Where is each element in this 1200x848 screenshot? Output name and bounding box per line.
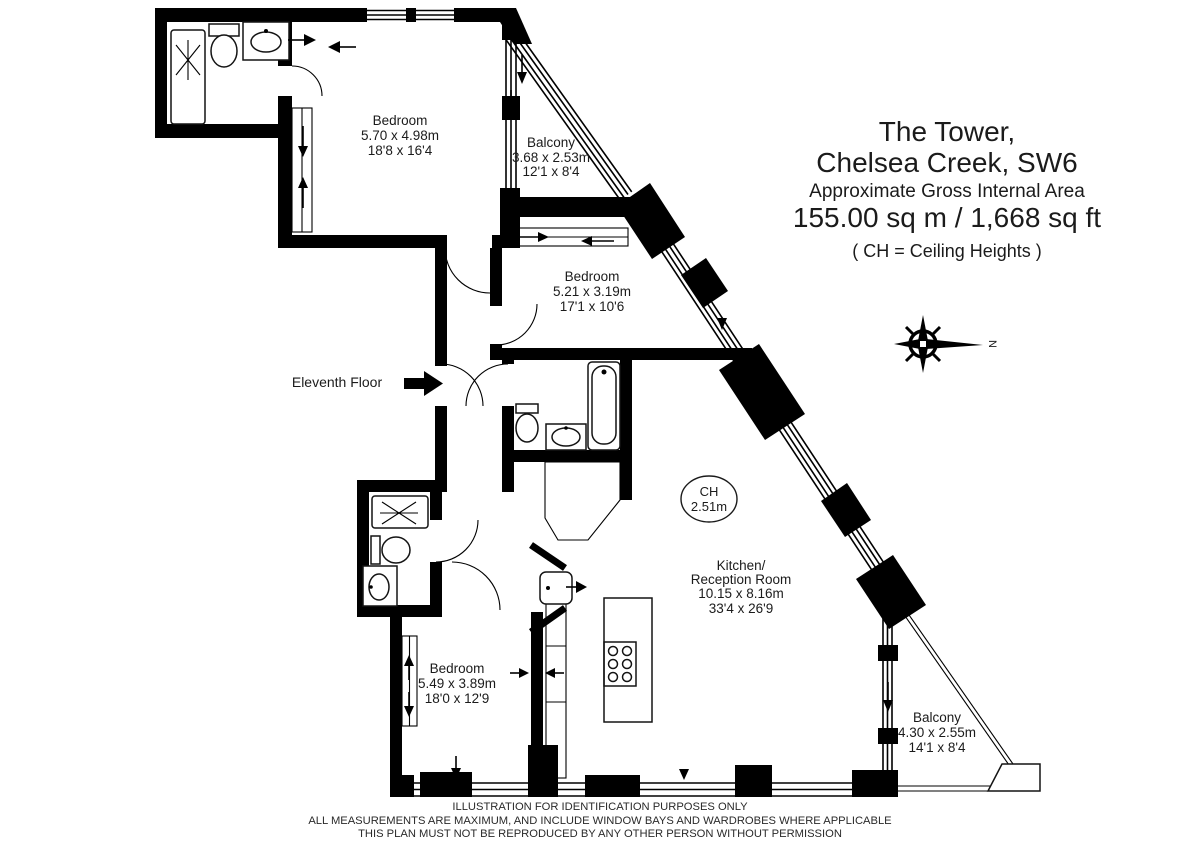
room-imperial: 12'1 x 8'4 [523, 164, 580, 179]
room-imperial: 14'1 x 8'4 [909, 740, 966, 755]
room-metric: 5.70 x 4.98m [361, 128, 439, 143]
room-metric: 5.21 x 3.19m [553, 284, 631, 299]
footer-line-1: ILLUSTRATION FOR IDENTIFICATION PURPOSES… [452, 801, 748, 813]
sink-icon [362, 565, 398, 607]
toilet-icon [515, 403, 539, 443]
fixtures [170, 21, 653, 779]
room-name-line2: Reception Room [691, 572, 792, 587]
room-imperial: 18'8 x 16'4 [368, 143, 433, 158]
door-window-arrows [288, 34, 893, 780]
room-imperial: 33'4 x 26'9 [709, 601, 773, 616]
doors [291, 65, 538, 611]
room-label-bedroom-3: Bedroom 5.49 x 3.89m 18'0 x 12'9 [418, 661, 496, 706]
compass-north-label: N [986, 340, 998, 348]
room-metric: 4.30 x 2.55m [898, 725, 976, 740]
balcony-column [986, 763, 1041, 792]
room-label-bedroom-2: Bedroom 5.21 x 3.19m 17'1 x 10'6 [553, 269, 631, 314]
footer-line-3: THIS PLAN MUST NOT BE REPRODUCED BY ANY … [358, 828, 842, 840]
area-value: 155.00 sq m / 1,668 sq ft [793, 202, 1101, 233]
room-imperial: 18'0 x 12'9 [425, 691, 489, 706]
room-label-balcony-2: Balcony 4.30 x 2.55m 14'1 x 8'4 [898, 710, 976, 755]
kitchen-sink-icon [539, 571, 587, 605]
closet-bay [544, 461, 621, 541]
bathtub-icon [587, 361, 621, 451]
room-imperial: 17'1 x 10'6 [560, 299, 624, 314]
title-block: The Tower, Chelsea Creek, SW6 Approximat… [793, 116, 1101, 261]
room-name: Bedroom [373, 113, 428, 128]
footer-line-2: ALL MEASUREMENTS ARE MAXIMUM, AND INCLUD… [308, 815, 891, 827]
sink-icon [242, 21, 290, 61]
ch-legend: ( CH = Ceiling Heights ) [852, 241, 1042, 261]
toilet-icon [370, 535, 411, 565]
walls [155, 8, 926, 797]
room-label-kitchen-reception: Kitchen/ Reception Room 10.15 x 8.16m 33… [691, 558, 792, 616]
room-name: Balcony [913, 710, 961, 725]
area-caption: Approximate Gross Internal Area [809, 181, 1085, 202]
entrance-arrow-icon [404, 371, 443, 396]
room-metric: 10.15 x 8.16m [698, 586, 784, 601]
room-name: Bedroom [565, 269, 620, 284]
ch-value: 2.51m [691, 499, 727, 514]
room-name-line1: Kitchen/ [717, 558, 766, 573]
room-metric: 3.68 x 2.53m [512, 150, 590, 165]
floor-label: Eleventh Floor [292, 374, 383, 390]
room-label-bedroom-1: Bedroom 5.70 x 4.98m 18'8 x 16'4 [361, 113, 439, 158]
room-label-balcony-1: Balcony 3.68 x 2.53m 12'1 x 8'4 [512, 135, 590, 179]
building-address: Chelsea Creek, SW6 [816, 147, 1077, 178]
shower-icon [371, 495, 429, 529]
compass-icon: N [894, 315, 998, 373]
footer-disclaimer: ILLUSTRATION FOR IDENTIFICATION PURPOSES… [308, 801, 891, 840]
shower-icon [170, 29, 206, 125]
room-name: Balcony [527, 135, 575, 150]
toilet-icon [208, 23, 240, 68]
room-metric: 5.49 x 3.89m [418, 676, 496, 691]
sink-icon [545, 423, 587, 451]
ceiling-height-badge: CH 2.51m [680, 475, 738, 523]
kitchen-island [603, 597, 653, 723]
hob-icon [603, 641, 637, 687]
ch-abbr: CH [700, 484, 719, 499]
building-name: The Tower, [879, 116, 1015, 147]
room-name: Bedroom [430, 661, 485, 676]
windows [367, 9, 1041, 797]
